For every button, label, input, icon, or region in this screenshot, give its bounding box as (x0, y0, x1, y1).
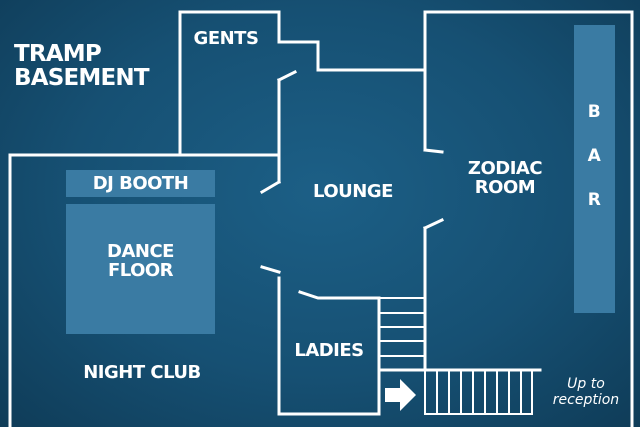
room-label-ladies: LADIES (294, 340, 364, 361)
dj-booth-block (66, 170, 215, 197)
zodiac-walls (423, 10, 634, 427)
room-label-dj-booth: DJ BOOTH (92, 173, 189, 194)
room-label-zodiac-room: ZODIAC ROOM (467, 158, 543, 198)
bar-letter-b: B (587, 102, 601, 122)
room-label-gents: GENTS (193, 28, 259, 49)
bar-letter-a: A (587, 146, 601, 166)
room-label-dance-floor: DANCE FLOOR (107, 241, 174, 281)
zodiac-door-stub (423, 148, 444, 154)
room-label-night-club: NIGHT CLUB (83, 362, 201, 383)
dance-floor-block (66, 204, 215, 334)
zodiac-lower-door-stub (423, 218, 444, 230)
night-club-door-stub (259, 179, 282, 195)
gents-door-stub (276, 69, 298, 83)
room-label-lounge: LOUNGE (313, 181, 393, 202)
bar-letter-r: R (587, 190, 601, 210)
night-club-walls (8, 153, 281, 427)
night-club-lower-door-stub (260, 265, 281, 274)
gents-walls (178, 10, 427, 157)
stairs-horizontal (424, 369, 533, 415)
arrow-right-icon (385, 379, 416, 411)
exit-label-reception: Up to reception (552, 376, 620, 409)
stairs-vertical (378, 297, 426, 371)
bar-counter-block (574, 25, 615, 313)
plan-title: TRAMP BASEMENT (14, 41, 150, 92)
